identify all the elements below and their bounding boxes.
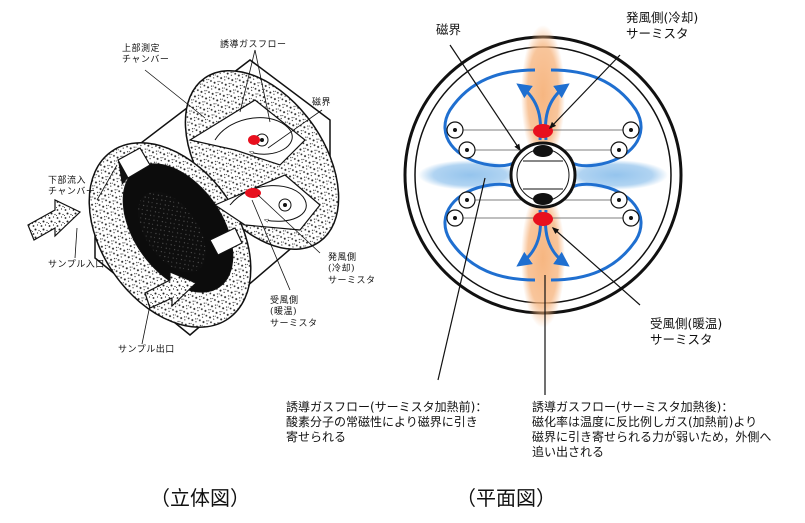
flow-loop-top-right: [550, 68, 643, 168]
iso-thermistor-cool: [248, 135, 260, 145]
label-cool-thermistor-plan: 発風側(冷却) サーミスタ: [626, 10, 699, 41]
warm-glow-bottom: [521, 188, 565, 328]
annotation-flow-before: 誘導ガスフロー(サーミスタ加熱前)： 酸素分子の常磁性により磁界に引き 寄せられ…: [286, 400, 488, 444]
flow-loop-bottom-right: [550, 182, 643, 282]
sample-inlet-arrow: [27, 199, 82, 241]
label-upper-chamber: 上部測定 チャンバー: [122, 44, 170, 66]
pole-top: [533, 145, 553, 157]
flow-loop-top-left: [443, 68, 536, 168]
mist-glow-left: [418, 160, 522, 190]
iso-thermistor-warm: [245, 188, 261, 198]
caption-isometric: （立体図）: [150, 486, 250, 510]
center-ring: [509, 141, 577, 209]
label-cool-thermistor-iso: 発風側 (冷却) サーミスタ: [328, 253, 376, 286]
label-warm-thermistor-plan: 受風側(暖温) サーミスタ: [650, 316, 723, 347]
annotation-flow-after: 誘導ガスフロー(サーミスタ加熱後)： 磁化率は温度に反比例しガス(加熱前)より …: [532, 400, 772, 459]
caption-plan: （平面図）: [456, 486, 556, 510]
lower-chamber-shape: [213, 174, 321, 231]
label-sample-outlet: サンプル出口: [118, 345, 175, 355]
label-magnetic-field-plan: 磁界: [436, 22, 462, 37]
flow-loop-bottom-left: [443, 182, 536, 282]
upper-chamber-shape: [188, 99, 306, 166]
pole-bottom: [533, 193, 553, 205]
plan-diagram: [403, 25, 683, 395]
label-induced-gas-flow: 誘導ガスフロー: [220, 40, 287, 50]
sample-outlet-arrow: [144, 271, 198, 309]
label-warm-thermistor-iso: 受風側 (暖温) サーミスタ: [270, 296, 318, 329]
plan-thermistor-warm: [533, 212, 553, 226]
label-sample-inlet: サンプル入口: [48, 260, 105, 270]
label-magnetic-field-iso: 磁界: [312, 98, 332, 108]
isometric-diagram: [27, 49, 340, 345]
mist-glow-right: [564, 160, 668, 190]
label-lower-chamber: 下部流入 チャンバー: [48, 176, 96, 198]
plan-thermistor-cool: [533, 124, 553, 138]
